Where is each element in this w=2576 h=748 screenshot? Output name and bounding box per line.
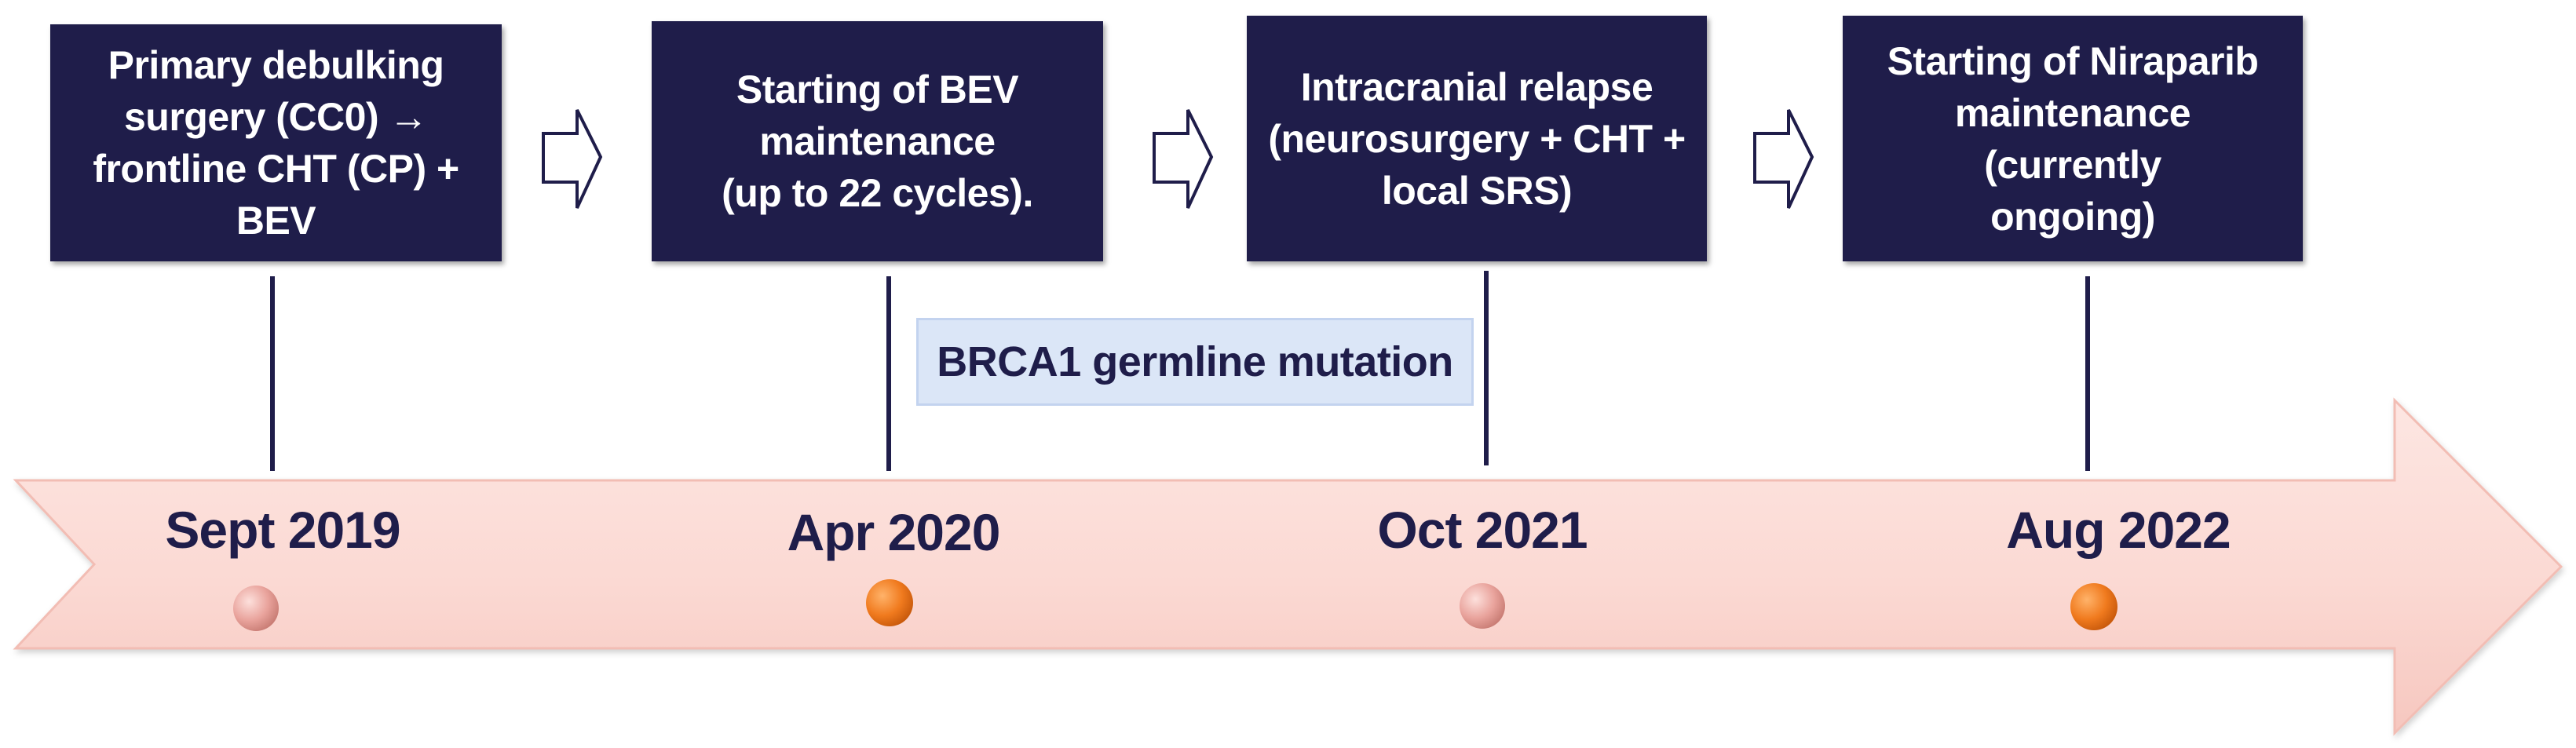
event-text-line: frontline CHT (CP) + [93,147,459,191]
note-text: BRCA1 germline mutation [937,338,1453,385]
event-text-line: Starting of Niraparib [1887,38,2259,83]
event-text-line: BEV [236,199,316,243]
orange-dot-icon [866,579,913,626]
outline-right-arrow-icon [1753,109,1814,209]
event-text-line: local SRS) [1381,168,1573,213]
event-text-line: Intracranial relapse [1300,64,1653,109]
event-text-line: Starting of BEV [736,68,1019,111]
timeline-arrow [13,397,2563,736]
event-text-line: ongoing) [1990,194,2155,239]
date-label: Aug 2022 [2006,501,2231,559]
date-label: Apr 2020 [787,503,1001,561]
outline-right-arrow-icon [542,109,603,209]
event-text-line: (up to 22 cycles). [722,171,1033,215]
event-text-line: surgery (CC0) → [123,95,429,139]
event-text-line: (neurosurgery + CHT + [1268,116,1686,161]
event-box-bev-maintenance: Starting of BEV maintenance (up to 22 cy… [652,21,1103,261]
event-box-primary-surgery: Primary debulking surgery (CC0) → frontl… [50,24,502,261]
outline-right-arrow-icon [1153,109,1214,209]
date-label: Sept 2019 [165,501,400,559]
date-label: Oct 2021 [1377,501,1588,559]
event-box-intracranial-relapse: Intracranial relapse (neurosurgery + CHT… [1247,16,1707,261]
pink-dot-icon [1460,583,1505,629]
event-text-line: maintenance (currently [1954,90,2191,187]
event-text-line: Primary debulking [108,43,444,87]
brca1-note-box: BRCA1 germline mutation [916,318,1474,406]
event-box-niraparib-maintenance: Starting of Niraparib maintenance (curre… [1843,16,2303,261]
orange-dot-icon [2070,583,2117,630]
event-text-line: maintenance [759,119,996,163]
pink-dot-icon [233,586,279,631]
